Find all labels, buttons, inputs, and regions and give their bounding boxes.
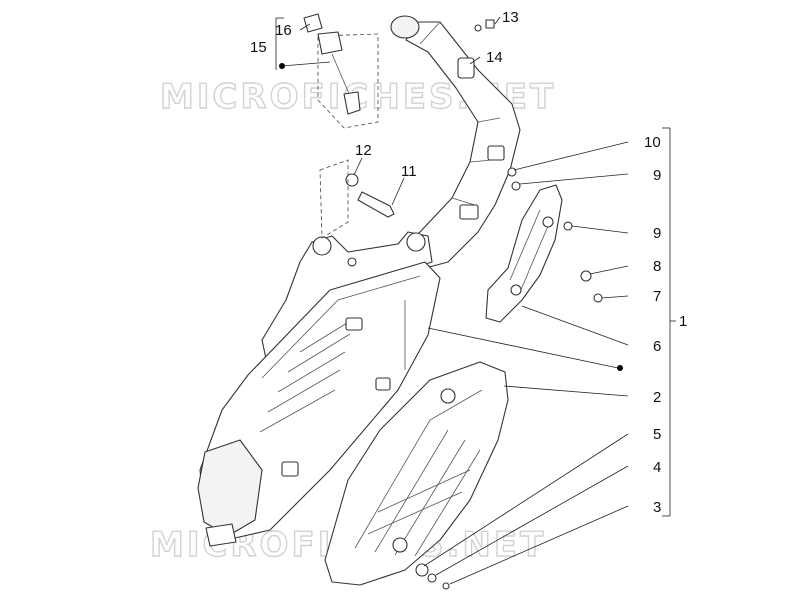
callout-5: 5 [653, 426, 661, 443]
callout-8: 8 [653, 258, 661, 275]
pipe-bracket-stud [457, 57, 475, 79]
pipe-bracket-lower [487, 145, 505, 161]
callout-14: 14 [486, 49, 503, 66]
callout-10: 10 [644, 134, 661, 151]
callout-12: 12 [355, 142, 372, 159]
callout-9-lower: 9 [653, 225, 661, 242]
leader-lines [275, 16, 676, 585]
callout-labels: 1 2 3 4 5 6 7 8 9 9 10 11 12 13 14 15 16 [250, 9, 687, 516]
muffler-assembly [197, 15, 521, 547]
washer-4 [427, 573, 437, 583]
pipe-inlet-flange [390, 15, 420, 39]
heat-shield-cover [324, 361, 509, 586]
callout-7: 7 [653, 288, 661, 305]
callout-3: 3 [653, 499, 661, 516]
callout-9-upper: 9 [653, 167, 661, 184]
washer-12 [345, 173, 359, 187]
callout-16: 16 [275, 22, 292, 39]
screw-3 [442, 582, 450, 590]
oxygen-sensor [343, 91, 361, 115]
bullet-assembly [617, 365, 623, 371]
callout-2: 2 [653, 389, 661, 406]
washer-9-bottom [563, 221, 573, 231]
sensor-dashed-outline [317, 33, 379, 129]
callout-15: 15 [250, 39, 267, 56]
silencer-end-cap [197, 439, 263, 537]
washer-10 [507, 167, 517, 177]
side-guard [485, 184, 563, 323]
callout-1: 1 [679, 313, 687, 330]
callout-4: 4 [653, 459, 661, 476]
bolt-11 [357, 191, 395, 218]
sensor-connector-15 [317, 31, 343, 55]
washer-9-top [511, 181, 521, 191]
bolt-dashed-guide [319, 159, 349, 239]
pipe-clamp [459, 204, 479, 220]
callout-11: 11 [401, 163, 417, 180]
callout-6: 6 [653, 338, 661, 355]
callout-13: 13 [502, 9, 519, 26]
bolt-7 [593, 293, 603, 303]
bullet-sensor [279, 63, 285, 69]
spacer-8 [580, 270, 592, 282]
tail-outlet [205, 523, 237, 547]
sensor-connector-16 [303, 13, 323, 33]
nut-13 [485, 19, 495, 29]
grommet-5 [415, 563, 429, 577]
